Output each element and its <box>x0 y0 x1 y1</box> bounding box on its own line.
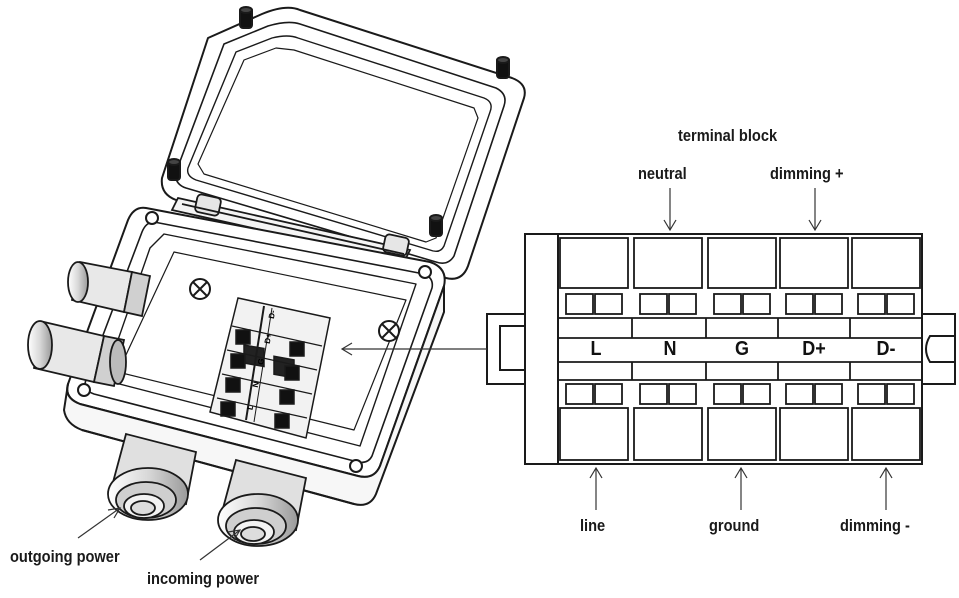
terminal-g-top-screw-cell <box>707 237 777 289</box>
terminal-d+-top-clamp-right <box>814 293 843 315</box>
terminal-l-bottom-screw-cell <box>559 407 629 461</box>
terminal-top-cells <box>559 237 921 315</box>
lid-screw <box>167 6 510 237</box>
terminal-l-bottom-clamp-left <box>565 383 594 405</box>
terminal-label-band <box>558 317 922 381</box>
terminal-n-top-clamp-right <box>668 293 697 315</box>
small-terminal-mark: D- <box>266 309 278 320</box>
terminal-d--top-clamp-right <box>886 293 915 315</box>
terminal-d+-bottom-clamp-left <box>785 383 814 405</box>
label-ground: ground <box>709 516 760 535</box>
terminal-g-top-clamp-left <box>713 293 742 315</box>
arrow-incoming-power <box>199 529 242 561</box>
terminal-label-N: N <box>663 338 677 360</box>
terminal-n-bottom-clamp-left <box>639 383 668 405</box>
terminal-n-top-screw-cell <box>633 237 703 289</box>
terminal-label-G: G <box>734 338 750 360</box>
arrow-outgoing-power <box>77 507 122 539</box>
terminal-l-top-screw-cell <box>559 237 629 289</box>
label-neutral: neutral <box>638 164 687 183</box>
arrow-to-terminal-block <box>340 342 487 356</box>
terminal-n-bottom-clamp-right <box>668 383 697 405</box>
bottom-cable-gland-incoming <box>217 458 308 547</box>
terminal-l-bottom-clamp-right <box>594 383 623 405</box>
callout-arrows <box>77 188 893 561</box>
terminal-g-bottom-clamp-left <box>713 383 742 405</box>
label-dimming-minus: dimming - <box>840 516 910 535</box>
terminal-d--bottom-screw-cell <box>851 407 921 461</box>
terminal-d+-top-screw-cell <box>779 237 849 289</box>
label-line: line <box>580 516 606 535</box>
terminal-d+-bottom-clamp-right <box>814 383 843 405</box>
arrow-dimming-minus <box>879 466 893 510</box>
bottom-cable-gland-outgoing <box>107 432 198 521</box>
terminal-block-small <box>209 297 331 439</box>
terminal-g-bottom-screw-cell <box>707 407 777 461</box>
terminal-d--top-screw-cell <box>851 237 921 289</box>
arrow-neutral <box>663 188 677 232</box>
label-dimming-plus: dimming + <box>770 164 844 183</box>
arrow-ground <box>734 466 748 510</box>
terminal-d+-top-clamp-left <box>785 293 814 315</box>
terminal-n-top-clamp-left <box>639 293 668 315</box>
label-incoming-power: incoming power <box>147 569 260 588</box>
terminal-label-L: L <box>590 338 602 360</box>
terminal-d--top-clamp-left <box>857 293 886 315</box>
terminal-bottom-cells <box>559 383 921 461</box>
terminal-g-top-clamp-right <box>742 293 771 315</box>
terminal-l-top-clamp-left <box>565 293 594 315</box>
label-terminal-block: terminal block <box>678 126 778 145</box>
mounting-screw <box>189 278 400 342</box>
terminal-g-bottom-clamp-right <box>742 383 771 405</box>
arrow-line <box>589 466 603 510</box>
terminal-d--bottom-clamp-right <box>886 383 915 405</box>
terminal-d--bottom-clamp-left <box>857 383 886 405</box>
side-cable-gland <box>27 260 152 388</box>
terminal-label-D-minus: D- <box>876 338 896 360</box>
terminal-n-bottom-screw-cell <box>633 407 703 461</box>
label-outgoing-power: outgoing power <box>10 547 120 566</box>
terminal-label-D-plus: D+ <box>802 338 826 360</box>
enclosure-lid <box>160 6 526 280</box>
terminal-l-top-clamp-right <box>594 293 623 315</box>
terminal-d+-bottom-screw-cell <box>779 407 849 461</box>
arrow-dimming-plus <box>808 188 822 232</box>
